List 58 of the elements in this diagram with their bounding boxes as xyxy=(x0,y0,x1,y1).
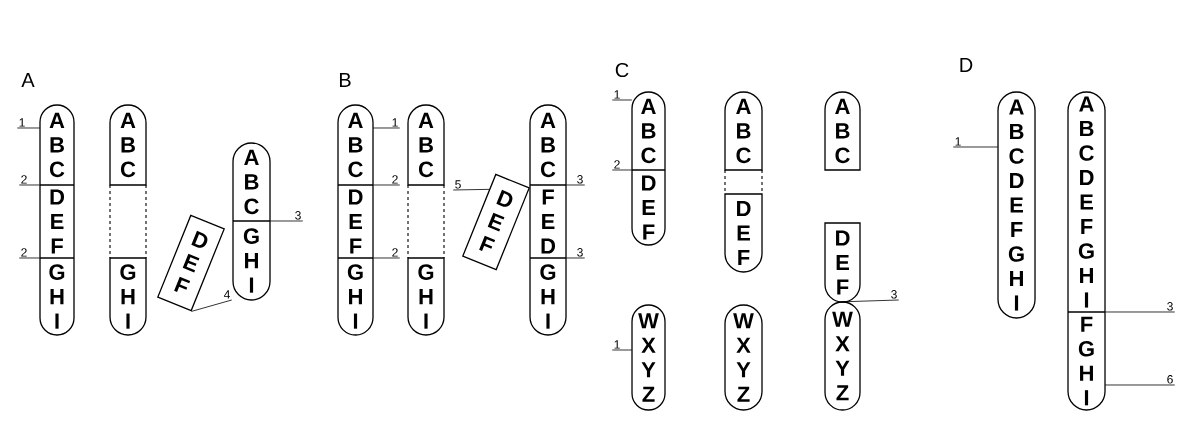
chromosome: A B C xyxy=(824,91,861,171)
callout-number: 3 xyxy=(577,175,583,184)
leader-line xyxy=(565,257,586,259)
callout-number: 2 xyxy=(21,175,27,184)
callout-number: 1 xyxy=(392,118,398,127)
callout-number: 1 xyxy=(955,137,961,146)
leader-line xyxy=(372,127,401,129)
leader-line xyxy=(16,127,41,129)
callout-number: 2 xyxy=(21,248,27,257)
chromosome: D E F xyxy=(824,222,861,303)
chromosome: A B C D E F G H I xyxy=(39,104,75,336)
node-label: G H I xyxy=(418,264,434,329)
leader-line xyxy=(611,349,633,351)
leader-line xyxy=(611,99,633,101)
chromosome: W X Y Z xyxy=(724,304,763,411)
panel-letter: B xyxy=(340,73,351,87)
callout-number: 1 xyxy=(614,90,620,99)
leader-line xyxy=(611,169,633,171)
leader-line xyxy=(452,188,490,191)
callout-number: 2 xyxy=(392,248,398,257)
leader-line xyxy=(269,220,304,222)
leader-line xyxy=(1104,311,1176,313)
callout-number: 1 xyxy=(19,118,25,127)
panel-letter: C xyxy=(615,62,629,78)
callout-number: 4 xyxy=(223,290,230,299)
leader-line xyxy=(18,257,41,259)
callout-number: 3 xyxy=(577,248,583,257)
chromosome: A B C F E D G H I xyxy=(529,104,567,336)
leader-line xyxy=(952,146,999,148)
chromosome: A B C D E F G H I xyxy=(337,104,374,336)
chromosome: A B C G H I xyxy=(407,104,445,336)
chromosome-fragment: D E F xyxy=(157,214,225,312)
node-label: A B C xyxy=(736,98,751,164)
chromosome: A B C G H I xyxy=(109,104,147,336)
chromosome: W X Y Z xyxy=(631,304,666,411)
callout-number: 3 xyxy=(295,211,301,220)
callout-number: 3 xyxy=(891,290,897,299)
callout-number: 2 xyxy=(614,160,620,169)
callout-number: 1 xyxy=(614,340,620,349)
leader-line xyxy=(1104,384,1176,386)
panel-letter: D xyxy=(960,58,973,72)
leader-line xyxy=(191,299,233,312)
chromosome: A B C D E F xyxy=(631,91,666,246)
chromosome: A B C D E F xyxy=(724,91,763,273)
node-label: G H I xyxy=(120,264,136,329)
leader-line xyxy=(372,184,401,186)
chromosome: A B C D E F G H I F G H I xyxy=(1067,91,1106,411)
callout-number: 2 xyxy=(392,175,398,184)
callout-number: 6 xyxy=(1167,375,1173,384)
chromosome: A B C G H I xyxy=(232,142,271,301)
leader-line xyxy=(565,184,586,186)
panel-letter: A xyxy=(21,73,35,87)
leader-line xyxy=(372,257,401,259)
leader-line xyxy=(18,184,41,186)
callout-number: 5 xyxy=(455,180,461,189)
chromosome: A B C D E F G H I xyxy=(997,91,1036,319)
callout-number: 3 xyxy=(1167,302,1173,311)
chromosome: W X Y Z xyxy=(824,301,861,411)
